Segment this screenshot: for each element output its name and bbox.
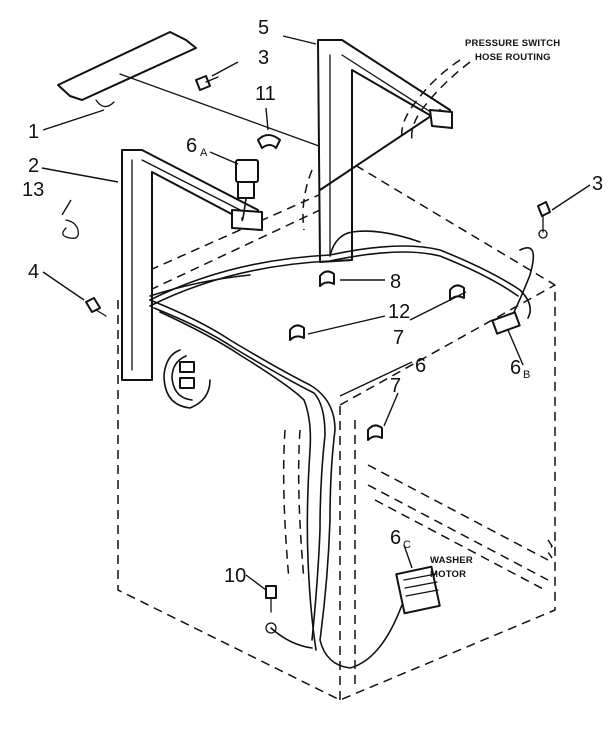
callout-6b: 6: [510, 357, 521, 379]
left-bracket-part-2: [121, 149, 263, 381]
clip-part-7-lower: [367, 424, 383, 441]
clip-part-11: [257, 134, 281, 149]
callout-6c-sub: C: [403, 539, 411, 551]
screw-part-10: [265, 585, 277, 634]
pressure-switch-note-line2: HOSE ROUTING: [475, 52, 551, 63]
hook-part-13: [62, 219, 79, 239]
clip-part-12: [289, 324, 305, 341]
callout-labels: 1 2 13 3 5 11 6 A 4 3 8 12 7 6 7 6 B 10 …: [22, 17, 603, 587]
callout-2: 2: [28, 155, 39, 177]
screw-part-3-right: [537, 201, 551, 239]
callout-8: 8: [390, 271, 401, 293]
callout-1: 1: [28, 121, 39, 143]
callout-6a-sub: A: [200, 147, 208, 159]
washer-motor-note-line2: MOTOR: [430, 569, 466, 580]
washer-motor-note-line1: WASHER: [430, 555, 473, 566]
pressure-switch-note-line1: PRESSURE SWITCH: [465, 38, 560, 49]
connector-part-6a: [235, 159, 259, 222]
clip-part-8: [319, 270, 335, 287]
pressure-switch-hose: [302, 59, 471, 231]
washer-motor-note: WASHER MOTOR: [430, 555, 473, 580]
leader-lines: [41, 35, 591, 591]
top-bracket-part-1: [57, 31, 331, 151]
wire-harness-part-6: [149, 230, 535, 669]
callout-7-lower: 7: [390, 375, 401, 397]
callout-12: 12: [388, 301, 410, 323]
callout-3-right: 3: [592, 173, 603, 195]
callout-11: 11: [255, 83, 276, 105]
screw-part-4: [85, 297, 107, 317]
callout-6: 6: [415, 355, 426, 377]
callout-3-top: 3: [258, 47, 269, 69]
motor-connector-part-6c: [395, 565, 441, 615]
callout-6b-sub: B: [523, 369, 530, 381]
cabinet-outline: [117, 149, 556, 701]
callout-5: 5: [258, 17, 269, 39]
callout-13: 13: [22, 179, 44, 201]
clip-part-7-upper: [449, 284, 465, 301]
callout-10: 10: [224, 565, 246, 587]
callout-6c: 6: [390, 527, 401, 549]
screw-part-3-top: [195, 75, 219, 91]
callout-7-upper: 7: [393, 327, 404, 349]
right-bracket-part-5: [317, 39, 453, 263]
callout-6a: 6: [186, 135, 197, 157]
callout-4: 4: [28, 261, 39, 283]
pressure-switch-note: PRESSURE SWITCH HOSE ROUTING: [465, 38, 560, 63]
